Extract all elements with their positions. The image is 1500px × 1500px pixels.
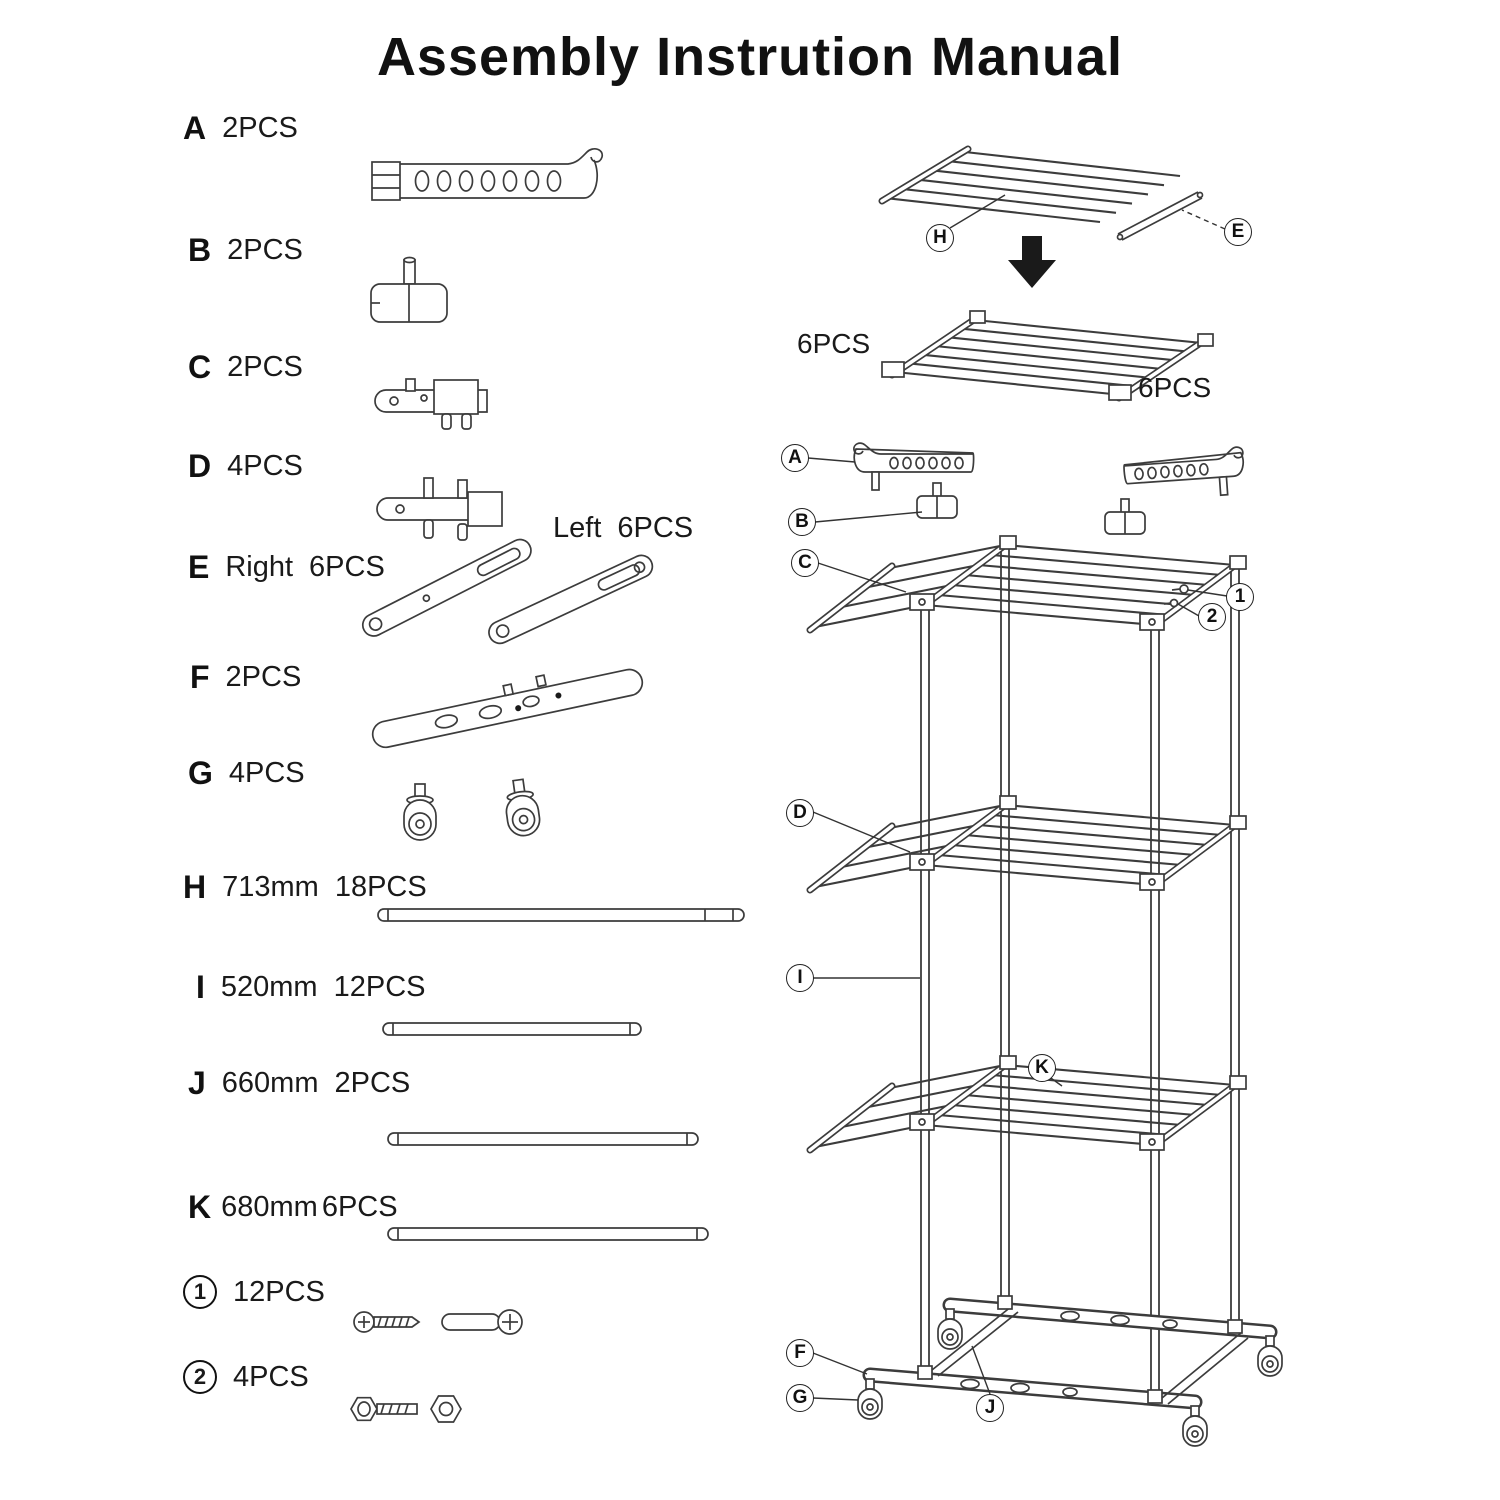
part-qty-screw1: 12PCS: [233, 1275, 325, 1308]
part-row-e-left: Left 6PCS: [553, 512, 693, 545]
callout-f: F: [786, 1339, 814, 1367]
callout-i: I: [786, 964, 814, 992]
callout-d: D: [786, 799, 814, 827]
callout-k-label: K: [1035, 1057, 1049, 1078]
part-qty-screw2: 4PCS: [233, 1360, 309, 1393]
part-size-i: 520mm: [220, 971, 318, 1003]
part-e-right-illustration: [361, 538, 532, 637]
callout-g: G: [786, 1384, 814, 1412]
callout-j: J: [976, 1394, 1004, 1422]
part-b-illustration: [370, 256, 448, 323]
part-e-left-illustration: [488, 554, 654, 645]
part-screw2-illustration: [350, 1395, 462, 1423]
part-label-j: J: [188, 1065, 206, 1101]
part-f-illustration: [371, 668, 644, 749]
part-row-j: J 660mm 2PCS: [188, 1065, 410, 1102]
part-qty-e: 6PCS: [309, 551, 385, 583]
callout-k: K: [1028, 1054, 1056, 1082]
part-qty-d: 4PCS: [227, 450, 303, 482]
part-qty-f: 2PCS: [225, 661, 302, 693]
part-row-b: B 2PCS: [188, 232, 303, 269]
part-label-screw2: 2: [183, 1360, 217, 1394]
callout-h: H: [926, 224, 954, 252]
part-qty-k: 6PCS: [321, 1191, 398, 1223]
part-side-e: Right: [225, 551, 294, 583]
part-label-k: K: [188, 1189, 212, 1225]
callout-f-label: F: [794, 1342, 806, 1363]
callout-b-label: B: [795, 511, 809, 532]
callout-g-label: G: [792, 1387, 808, 1408]
part-row-a: A 2PCS: [183, 110, 298, 147]
callout-a-label: A: [788, 447, 802, 468]
part-qty-c: 2PCS: [227, 351, 303, 383]
callout-i-label: I: [797, 967, 803, 988]
callout-e: E: [1224, 218, 1252, 246]
part-qty-h: 18PCS: [334, 871, 427, 903]
callout-a: A: [781, 444, 809, 472]
diagram-qty-rails: 6PCS: [1138, 372, 1212, 403]
part-label-g: G: [188, 755, 213, 791]
callout-d-label: D: [793, 802, 807, 823]
part-d-illustration: [376, 477, 503, 541]
part-c-illustration: [374, 378, 488, 430]
part-label-screw1: 1: [183, 1275, 217, 1309]
part-row-g: G 4PCS: [188, 755, 305, 792]
callout-screw1-label: 1: [1234, 586, 1246, 607]
part-j-illustration: [387, 1132, 699, 1146]
part-label-f: F: [190, 659, 210, 695]
part-label-b: B: [188, 232, 212, 268]
part-qty-e-left: 6PCS: [617, 512, 694, 544]
part-qty-i: 12PCS: [333, 971, 426, 1003]
part-side-e-left: Left: [553, 512, 602, 544]
part-qty-g: 4PCS: [228, 757, 305, 789]
callout-screw2-label: 2: [1206, 606, 1218, 627]
part-qty-b: 2PCS: [227, 234, 303, 266]
part-row-d: D 4PCS: [188, 448, 303, 485]
part-row-f: F 2PCS: [190, 659, 301, 696]
part-qty-j: 2PCS: [334, 1067, 411, 1099]
callout-h-label: H: [933, 227, 947, 248]
callout-b: B: [788, 508, 816, 536]
callout-c-label: C: [798, 552, 812, 573]
callout-e-label: E: [1231, 221, 1245, 242]
part-g-illustration: [403, 778, 541, 841]
part-row-e: E Right 6PCS: [188, 549, 385, 586]
part-label-c: C: [188, 349, 212, 385]
diagram-qty-rods: 6PCS: [797, 328, 871, 359]
part-screw1-illustration: [353, 1309, 523, 1335]
part-label-i: I: [196, 969, 205, 1005]
part-i-illustration: [382, 1022, 642, 1036]
part-size-j: 660mm: [221, 1067, 319, 1099]
part-k-illustration: [387, 1227, 709, 1241]
part-label-h: H: [183, 869, 207, 905]
part-a-illustration: [371, 147, 604, 201]
part-label-e: E: [188, 549, 210, 585]
part-size-k: 680mm: [221, 1191, 318, 1223]
part-qty-a: 2PCS: [222, 112, 298, 144]
part-label-d: D: [188, 448, 212, 484]
part-row-screw2: 2 4PCS: [183, 1360, 309, 1394]
part-row-screw1: 1 12PCS: [183, 1275, 325, 1309]
part-row-h: H 713mm 18PCS: [183, 869, 427, 906]
part-size-h: 713mm: [222, 871, 319, 903]
callout-screw1: 1: [1226, 583, 1254, 611]
assembly-diagram: [770, 145, 1283, 1447]
page-title: Assembly Instrution Manual: [376, 27, 1124, 87]
part-row-i: I 520mm 12PCS: [196, 969, 425, 1006]
part-row-k: K 680mm 6PCS: [188, 1189, 398, 1226]
part-h-illustration: [377, 908, 745, 922]
part-row-c: C 2PCS: [188, 349, 303, 386]
callout-j-label: J: [984, 1397, 996, 1418]
part-label-a: A: [183, 110, 207, 146]
callout-screw2: 2: [1198, 603, 1226, 631]
callout-c: C: [791, 549, 819, 577]
